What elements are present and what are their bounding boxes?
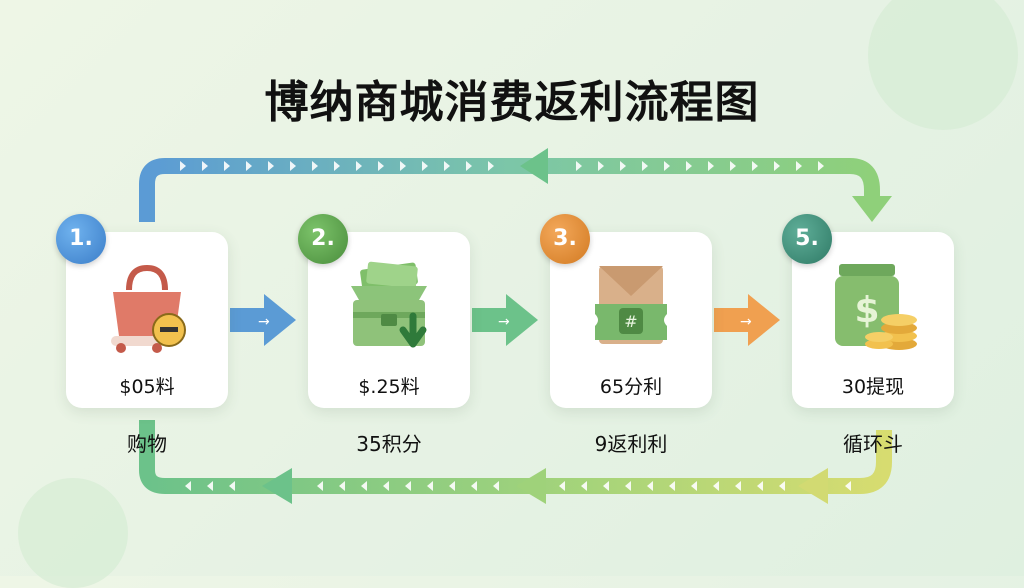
top-loop-chevron bbox=[268, 161, 274, 171]
top-loop-chevron bbox=[466, 161, 472, 171]
bottom-loop-mid-arrowhead-2 bbox=[516, 468, 546, 504]
step-card-1: $05料 bbox=[66, 232, 228, 408]
bottom-loop-chevron bbox=[185, 481, 191, 491]
top-loop-mid-arrowhead bbox=[520, 148, 548, 184]
step-badge-1: 1. bbox=[56, 214, 106, 264]
svg-text:→: → bbox=[740, 314, 752, 330]
step-label-3: 9返利利 bbox=[594, 432, 668, 456]
step-card-5: $ 30提现 bbox=[792, 232, 954, 408]
step-value-2: $.25料 bbox=[358, 376, 420, 398]
top-loop-chevron bbox=[422, 161, 428, 171]
top-loop-chevron bbox=[356, 161, 362, 171]
bottom-loop-chevron bbox=[449, 481, 455, 491]
top-loop-chevron bbox=[334, 161, 340, 171]
step-badge-3: 3. bbox=[540, 214, 590, 264]
cash-box-icon bbox=[351, 261, 427, 348]
bottom-loop-chevron bbox=[383, 481, 389, 491]
bottom-loop-chevron bbox=[779, 481, 785, 491]
step-label-1: 购物 bbox=[127, 432, 167, 456]
bottom-loop-chevron bbox=[845, 481, 851, 491]
bottom-loop-chevron bbox=[603, 481, 609, 491]
top-loop-chevron bbox=[730, 161, 736, 171]
step-value-1: $05料 bbox=[119, 376, 175, 398]
step-label-2: 35积分 bbox=[356, 432, 422, 456]
svg-text:$: $ bbox=[854, 290, 879, 331]
top-loop-path bbox=[139, 158, 880, 222]
bottom-loop-chevron bbox=[405, 481, 411, 491]
svg-text:→: → bbox=[258, 314, 270, 330]
envelope-ticket-icon: # bbox=[595, 266, 667, 344]
top-loop-chevron bbox=[444, 161, 450, 171]
connector-arrow-1-2: → bbox=[230, 294, 296, 346]
bottom-loop-chevron bbox=[581, 481, 587, 491]
top-loop-chevron bbox=[576, 161, 582, 171]
bottom-loop-chevron bbox=[317, 481, 323, 491]
svg-text:#: # bbox=[624, 312, 637, 331]
bottom-loop-chevron bbox=[229, 481, 235, 491]
bottom-loop-chevron bbox=[339, 481, 345, 491]
step-badge-5: 5. bbox=[782, 214, 832, 264]
bottom-loop-mid-arrowhead-3 bbox=[798, 468, 828, 504]
bottom-loop-chevron bbox=[493, 481, 499, 491]
step-badge-2: 2. bbox=[298, 214, 348, 264]
top-loop-chevron bbox=[180, 161, 186, 171]
step-value-5: 30提现 bbox=[841, 376, 905, 398]
bottom-loop-chevron bbox=[471, 481, 477, 491]
money-jar-coins-icon: $ bbox=[835, 264, 917, 350]
top-loop-chevron bbox=[642, 161, 648, 171]
bottom-loop-chevron bbox=[625, 481, 631, 491]
top-loop-chevron bbox=[752, 161, 758, 171]
top-loop-chevron bbox=[796, 161, 802, 171]
bottom-loop-chevron bbox=[713, 481, 719, 491]
step-value-3: 65分利 bbox=[599, 376, 663, 398]
top-loop-chevron bbox=[774, 161, 780, 171]
top-loop-chevron bbox=[246, 161, 252, 171]
step-card-2: $.25料 bbox=[308, 232, 470, 408]
top-loop-chevron bbox=[312, 161, 318, 171]
top-loop-chevron bbox=[202, 161, 208, 171]
top-loop-chevron bbox=[488, 161, 494, 171]
bottom-loop-chevron bbox=[735, 481, 741, 491]
bottom-loop-chevron bbox=[757, 481, 763, 491]
bottom-loop-chevron bbox=[361, 481, 367, 491]
bottom-loop-path bbox=[139, 420, 892, 494]
top-loop-chevron bbox=[400, 161, 406, 171]
step-card-3: # 65分利 bbox=[550, 232, 712, 408]
shopping-bag-icon bbox=[111, 264, 186, 353]
bottom-loop-mid-arrowhead-1 bbox=[262, 468, 292, 504]
top-loop-chevron bbox=[598, 161, 604, 171]
top-loop-arrowhead-down bbox=[852, 196, 892, 222]
top-loop-chevron bbox=[686, 161, 692, 171]
bottom-loop-chevron bbox=[207, 481, 213, 491]
bottom-loop-chevron bbox=[427, 481, 433, 491]
decorative-circle-top-right bbox=[868, 0, 1018, 130]
connector-arrow-2-3: → bbox=[472, 294, 538, 346]
connector-arrow-3-5: → bbox=[714, 294, 780, 346]
top-loop-chevron bbox=[378, 161, 384, 171]
top-loop-chevron bbox=[818, 161, 824, 171]
bottom-loop-chevron bbox=[647, 481, 653, 491]
bottom-loop-chevron bbox=[669, 481, 675, 491]
svg-text:→: → bbox=[498, 314, 510, 330]
step-label-5: 循环斗 bbox=[843, 432, 903, 456]
top-loop-chevron bbox=[224, 161, 230, 171]
top-loop-chevron bbox=[664, 161, 670, 171]
bottom-loop-chevron bbox=[559, 481, 565, 491]
top-loop-chevron bbox=[290, 161, 296, 171]
decorative-circle-bottom-left bbox=[18, 478, 128, 588]
bottom-loop-chevron bbox=[691, 481, 697, 491]
flow-connectors: → → → bbox=[139, 148, 892, 504]
top-loop-chevron bbox=[708, 161, 714, 171]
top-loop-chevron bbox=[620, 161, 626, 171]
diagram-title: 博纳商城消费返利流程图 bbox=[264, 77, 760, 128]
